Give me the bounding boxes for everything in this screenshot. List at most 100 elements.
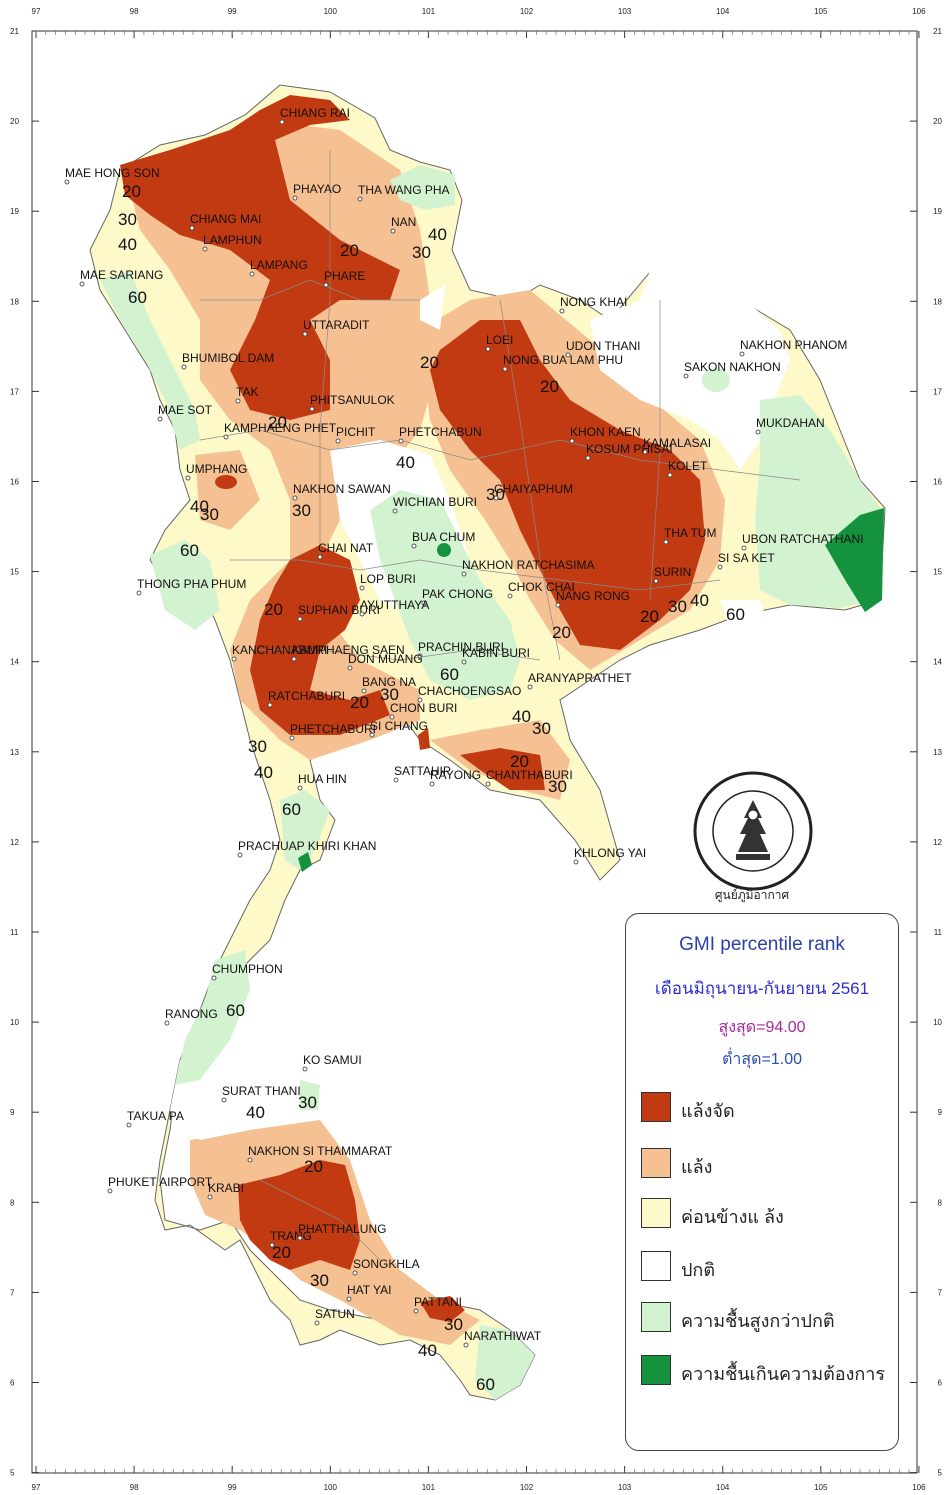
city-marker: [393, 777, 399, 783]
city-label: KOLET: [668, 459, 708, 473]
city-marker: [223, 434, 229, 440]
legend-swatch: [641, 1355, 671, 1385]
city-label: PHETCHABUN: [399, 425, 482, 439]
x-tick-label: 97: [32, 1483, 41, 1492]
city-marker: [292, 495, 298, 501]
city-marker: [429, 781, 435, 787]
city-label: PRACHIN BURI: [418, 640, 504, 654]
city-label: SATUN: [315, 1307, 355, 1321]
x-tick-label: 100: [324, 7, 338, 16]
city-marker: [565, 352, 571, 358]
city-label: CHON BURI: [390, 701, 457, 715]
city-marker: [207, 1194, 213, 1200]
city-marker: [247, 1157, 253, 1163]
city-marker: [739, 351, 745, 357]
isoline-labels: 20 30 40 60 20 40 30 20 20 20 40 30 30 3…: [118, 182, 745, 1394]
isoline-label: 30: [200, 505, 219, 524]
city-label: PHATTHALUNG: [298, 1222, 386, 1236]
y-tick-label: 12: [933, 838, 942, 847]
city-marker: [585, 455, 591, 461]
city-marker: [398, 438, 404, 444]
city-marker: [126, 1122, 132, 1128]
y-tick-label: 13: [10, 748, 19, 757]
legend-panel: GMI percentile rank เดือนมิถุนายน-กันยาย…: [625, 913, 899, 1451]
city-label: UDON THANI: [566, 339, 640, 353]
x-tick-label: 105: [814, 7, 828, 16]
isoline-label: 40: [118, 235, 137, 254]
isoline-label: 40: [254, 763, 273, 782]
y-tick-label: 9: [938, 1108, 943, 1117]
city-label: MAE HONG SON: [65, 166, 160, 180]
city-marker: [507, 593, 513, 599]
city-marker: [335, 438, 341, 444]
city-marker: [235, 398, 241, 404]
city-marker: [189, 225, 195, 231]
y-tick-label: 6: [10, 1379, 15, 1388]
province-borders: [199, 150, 801, 1261]
city-marker: [411, 543, 417, 549]
isoline-label: 60: [476, 1375, 495, 1394]
legend-period: เดือนมิถุนายน-กันยายน 2561: [654, 979, 870, 998]
isoline-label: 20: [540, 377, 559, 396]
isoline-label: 20: [350, 693, 369, 712]
isoline-label: 40: [428, 225, 447, 244]
city-label: BHUMIBOL DAM: [182, 351, 274, 365]
y-tick-label: 11: [934, 928, 943, 937]
y-tick-label: 9: [10, 1108, 15, 1117]
city-marker: [107, 1188, 113, 1194]
city-label: MAE SARIANG: [80, 268, 163, 282]
legend-swatch: [641, 1198, 671, 1228]
legend-max: สูงสุด=94.00: [718, 1019, 806, 1036]
city-marker: [64, 179, 70, 185]
city-marker: [527, 684, 533, 690]
city-label: WICHIAN BURI: [393, 495, 477, 509]
city-label: UMPHANG: [186, 462, 247, 476]
city-label: UTTARADIT: [303, 318, 370, 332]
isoline-label: 30: [532, 719, 551, 738]
x-tick-label: 101: [422, 7, 436, 16]
legend-label: แล้งจัด: [681, 1101, 735, 1121]
city-marker: [357, 196, 363, 202]
city-marker: [683, 373, 689, 379]
y-tick-label: 20: [933, 117, 942, 126]
city-label: NAKHON SI THAMMARAT: [248, 1144, 393, 1158]
x-tick-label: 105: [814, 1483, 828, 1492]
y-tick-label: 17: [10, 387, 19, 396]
city-marker: [231, 656, 237, 662]
x-tick-label: 103: [618, 1483, 632, 1492]
city-label: PHAYAO: [293, 182, 341, 196]
legend-min: ต่ำสุด=1.00: [721, 1051, 802, 1068]
y-tick-label: 12: [10, 838, 19, 847]
city-marker: [249, 271, 255, 277]
isoline-label: 30: [292, 501, 311, 520]
city-label: KAMALASAI: [643, 436, 711, 450]
city-label: HAT YAI: [347, 1283, 391, 1297]
city-marker: [653, 578, 659, 584]
y-tick-label: 15: [933, 568, 942, 577]
city-label: NAN: [391, 215, 416, 229]
city-label: NONG BUA LAM PHU: [503, 353, 623, 367]
isoline-label: 20: [304, 1157, 323, 1176]
city-label: KAMPHAENG PHET: [224, 421, 337, 435]
x-tick-label: 101: [422, 1483, 436, 1492]
x-tick-label: 99: [228, 1483, 237, 1492]
city-label: KHON KAEN: [570, 425, 641, 439]
city-label: LOEI: [486, 333, 513, 347]
city-label: SI CHANG: [370, 719, 428, 733]
city-label: RATCHABURI: [268, 689, 345, 703]
city-marker: [185, 475, 191, 481]
city-marker: [392, 508, 398, 514]
city-marker: [461, 571, 467, 577]
city-label: SONGKHLA: [353, 1257, 420, 1271]
legend-label: ปกติ: [681, 1260, 716, 1280]
city-marker: [421, 600, 427, 606]
city-marker: [663, 539, 669, 545]
city-label: NANG RONG: [556, 589, 630, 603]
city-marker: [755, 429, 761, 435]
city-label: DON MUANG: [348, 652, 423, 666]
isoline-label: 60: [440, 665, 459, 684]
city-marker: [413, 1308, 419, 1314]
city-marker: [555, 602, 561, 608]
